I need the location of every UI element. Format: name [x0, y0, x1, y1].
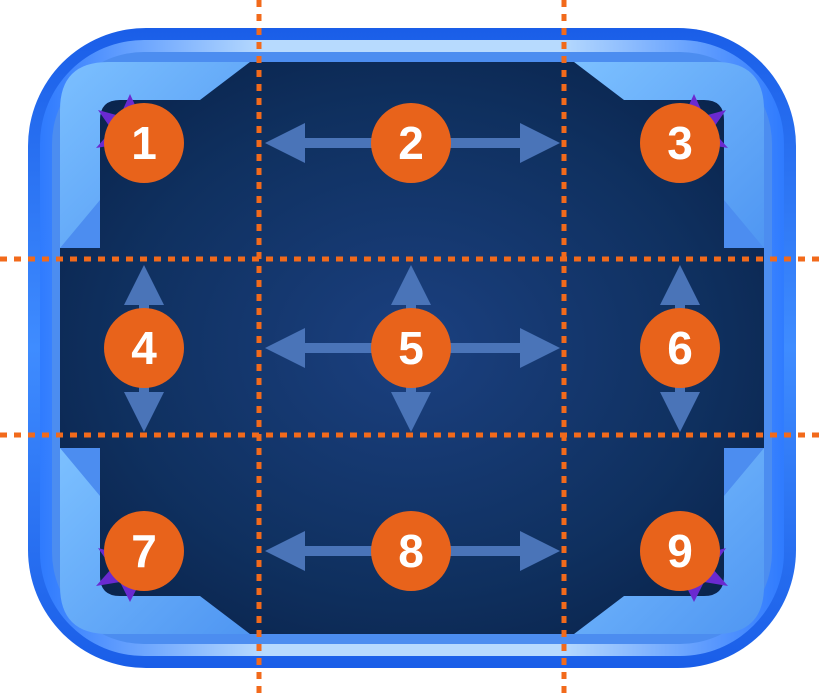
corner-plate-bottom-left: [60, 448, 250, 634]
region-number-8: 8: [398, 525, 424, 577]
region-number-3: 3: [667, 117, 693, 169]
region-badge-3: 3: [640, 103, 720, 183]
region-number-1: 1: [131, 117, 157, 169]
corner-plate-bottom-right: [574, 448, 764, 634]
region-badge-1: 1: [104, 103, 184, 183]
region-badge-8: 8: [371, 511, 451, 591]
region-number-9: 9: [667, 525, 693, 577]
region-number-6: 6: [667, 322, 693, 374]
region-badge-7: 7: [104, 511, 184, 591]
region-badge-9: 9: [640, 511, 720, 591]
region-badge-5: 5: [371, 308, 451, 388]
region-number-5: 5: [398, 322, 424, 374]
corner-plate-top-left: [60, 62, 250, 248]
region-number-7: 7: [131, 525, 157, 577]
region-number-4: 4: [131, 322, 157, 374]
region-badge-6: 6: [640, 308, 720, 388]
region-badge-4: 4: [104, 308, 184, 388]
region-badge-2: 2: [371, 103, 451, 183]
corner-plate-top-right: [574, 62, 764, 248]
region-number-2: 2: [398, 117, 424, 169]
